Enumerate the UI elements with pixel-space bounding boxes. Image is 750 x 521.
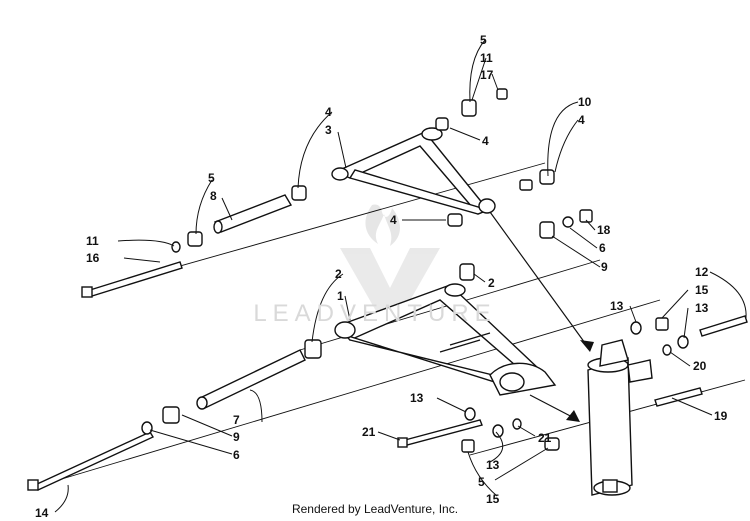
callout-8: 8 xyxy=(210,189,217,203)
callout-6-left: 6 xyxy=(233,448,240,462)
sleeves xyxy=(196,194,306,410)
callout-18: 18 xyxy=(597,223,611,237)
footer-credit: Rendered by LeadVenture, Inc. xyxy=(291,502,459,516)
leadventure-watermark-text: LEADVENTURE xyxy=(253,300,497,327)
callout-numbers: 5 8 11 16 4 3 5 11 17 4 10 4 4 18 6 9 2 … xyxy=(35,33,728,520)
leadventure-logo-watermark xyxy=(340,204,440,318)
callout-4-top: 4 xyxy=(482,134,489,148)
callout-11-left: 11 xyxy=(86,234,99,248)
callout-5-bottom: 5 xyxy=(478,475,485,489)
spindle-knuckle xyxy=(587,339,653,496)
callout-13-center: 13 xyxy=(410,391,424,405)
callout-3: 3 xyxy=(325,123,332,137)
callout-1: 1 xyxy=(337,289,344,303)
callout-21-right: 20 xyxy=(693,359,707,373)
callout-5-top: 5 xyxy=(480,33,487,47)
callout-10: 10 xyxy=(578,95,592,109)
callout-13-right-b: 13 xyxy=(695,301,709,315)
leader-lines xyxy=(54,39,747,513)
callout-15-bottom: 15 xyxy=(486,492,500,506)
bolts xyxy=(27,261,748,491)
callout-19: 19 xyxy=(714,409,728,423)
callout-6-right: 6 xyxy=(599,241,606,255)
callout-15-right: 15 xyxy=(695,283,709,297)
callout-16: 16 xyxy=(86,251,100,265)
callout-12: 12 xyxy=(695,265,709,279)
callout-4-right: 4 xyxy=(578,113,585,127)
callout-14: 14 xyxy=(35,506,49,520)
callout-2-left: 2 xyxy=(335,267,342,281)
assembly-arrows xyxy=(489,211,594,422)
callout-9-right: 9 xyxy=(601,260,608,274)
callout-5-left: 5 xyxy=(208,171,215,185)
callout-13-bottom: 13 xyxy=(486,458,500,472)
upper-a-arm xyxy=(331,127,496,215)
callout-4-upper-left: 4 xyxy=(325,105,332,119)
callout-4-center: 4 xyxy=(390,213,397,227)
callout-7: 7 xyxy=(233,413,240,427)
callout-17: 17 xyxy=(480,68,494,82)
callout-9-left: 9 xyxy=(233,430,240,444)
callout-2-right: 2 xyxy=(488,276,495,290)
bushings-washers xyxy=(141,88,689,453)
callout-20: 21 xyxy=(362,425,376,439)
lower-a-arm xyxy=(334,283,557,396)
callout-13-right-a: 13 xyxy=(610,299,624,313)
callout-11-top: 11 xyxy=(480,51,493,65)
callout-21-bottom: 21 xyxy=(538,431,552,445)
